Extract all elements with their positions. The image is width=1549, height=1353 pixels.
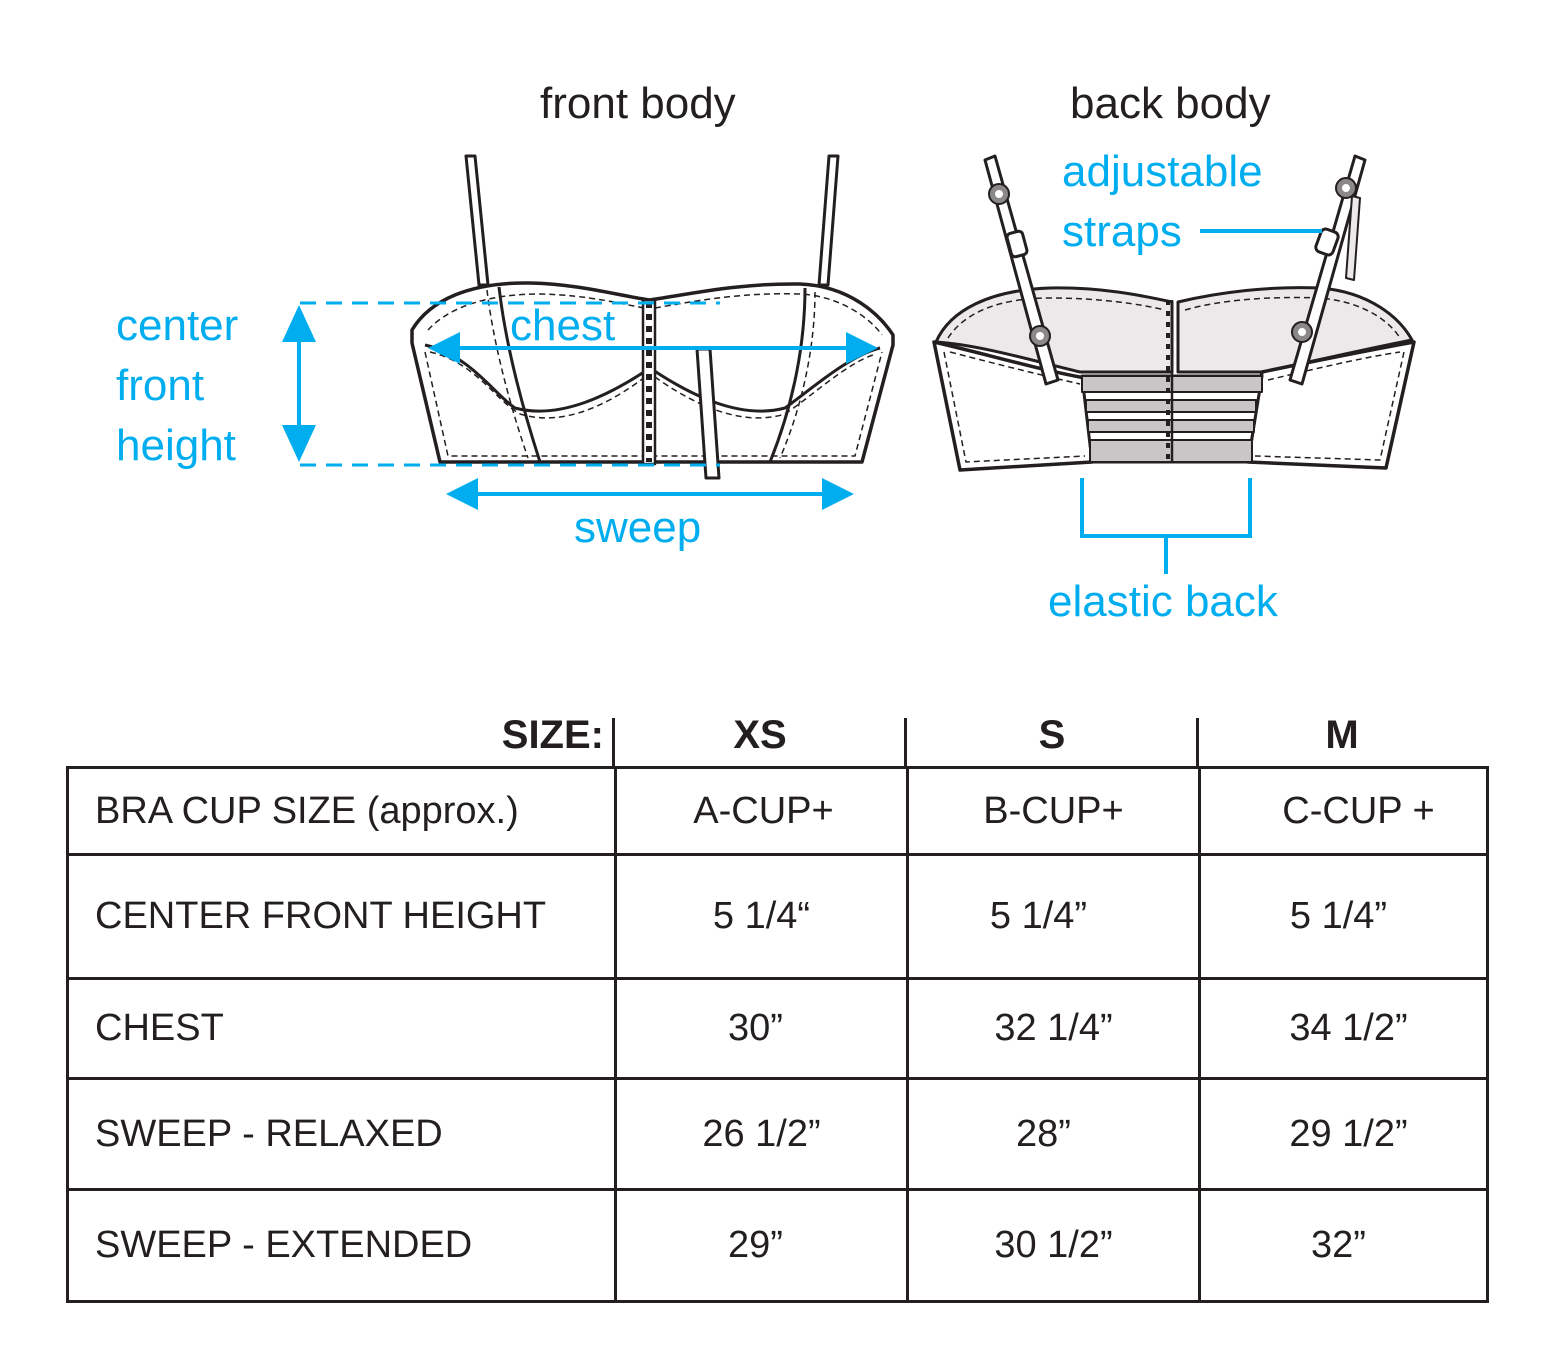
size-header-s: S	[1038, 713, 1066, 757]
back-cup-left	[934, 286, 1174, 374]
front-cup-seam-left	[424, 343, 651, 413]
front-straps	[464, 154, 840, 287]
size-header-xs: XS	[733, 713, 787, 757]
cell-xs: 29”	[614, 1188, 909, 1303]
cell-value: 5 1/4”	[1289, 895, 1388, 937]
size-header-divider	[904, 718, 907, 768]
row-label-center-front-height: CENTER FRONT HEIGHT	[66, 853, 617, 980]
cell-value: 5 1/4”	[989, 895, 1088, 937]
cell-value: 29 1/2”	[1289, 1112, 1408, 1155]
cell-value: 32 1/4”	[994, 1007, 1113, 1049]
cell-s: 28”	[906, 1077, 1201, 1191]
adjustable-straps-label-line-1: adjustable	[1062, 147, 1263, 196]
cell-value: B-CUP+	[983, 789, 1124, 832]
size-header-divider	[612, 718, 615, 768]
cell-value: 30”	[728, 1007, 783, 1049]
front-body-title: front body	[540, 79, 736, 128]
cell-value: 30 1/2”	[994, 1224, 1113, 1266]
elastic-back-label: elastic back	[1048, 577, 1278, 626]
cell-m: 29 1/2”	[1198, 1077, 1489, 1191]
center-front-height-line-3: height	[116, 421, 236, 470]
front-measurements	[282, 301, 878, 510]
cell-value: 32”	[1311, 1224, 1366, 1266]
front-body-illustration	[410, 154, 895, 480]
cell-s: 5 1/4”	[906, 853, 1201, 980]
cell-xs: 26 1/2”	[614, 1077, 909, 1191]
cell-xs: 30”	[614, 977, 909, 1080]
row-label-sweep-relaxed: SWEEP - RELAXED	[66, 1077, 617, 1191]
table-row: BRA CUP SIZE (approx.) A-CUP+ B-CUP+ C-C…	[66, 766, 1489, 856]
cell-m: 32”	[1198, 1188, 1489, 1303]
center-front-height-line-2: front	[116, 361, 205, 410]
back-strap-left	[983, 154, 1060, 386]
cell-value: 34 1/2”	[1289, 1007, 1408, 1049]
adjustable-straps-label-line-2: straps	[1062, 207, 1182, 256]
front-center-closure	[641, 298, 657, 466]
cell-value: 28”	[1016, 1112, 1071, 1155]
back-strap-right	[1288, 154, 1367, 386]
cell-m: C-CUP +	[1198, 766, 1489, 856]
table-row: CENTER FRONT HEIGHT 5 1/4“ 5 1/4” 5 1/4”	[66, 853, 1489, 980]
table-row: SWEEP - EXTENDED 29” 30 1/2” 32”	[66, 1188, 1489, 1303]
row-label-sweep-extended: SWEEP - EXTENDED	[66, 1188, 617, 1303]
elastic-back-bracket	[1080, 478, 1252, 574]
back-body-illustration	[932, 154, 1416, 472]
cell-s: 32 1/4”	[906, 977, 1201, 1080]
chest-label: chest	[510, 301, 616, 350]
cell-xs: A-CUP+	[614, 766, 909, 856]
cell-xs: 5 1/4“	[614, 853, 909, 980]
table-row: CHEST 30” 32 1/4” 34 1/2”	[66, 977, 1489, 1080]
size-header-m: M	[1325, 713, 1359, 757]
cell-value: 26 1/2”	[702, 1112, 821, 1155]
back-side-panel-right	[1246, 340, 1416, 470]
cell-value: 5 1/4“	[712, 895, 811, 937]
cell-s: 30 1/2”	[906, 1188, 1201, 1303]
size-header-label: SIZE:	[501, 713, 604, 757]
size-header-divider	[1196, 718, 1199, 768]
row-label-bra-cup-size: BRA CUP SIZE (approx.)	[66, 766, 617, 856]
elastic-back-panel	[1080, 300, 1264, 464]
cell-value: A-CUP+	[693, 789, 834, 832]
cell-s: B-CUP+	[906, 766, 1201, 856]
center-front-height-label: center front height	[116, 296, 238, 476]
back-body-title: back body	[1070, 79, 1271, 128]
row-label-chest: CHEST	[66, 977, 617, 1080]
cell-m: 34 1/2”	[1198, 977, 1489, 1080]
size-header-row: SIZE: XS S M	[66, 712, 1486, 768]
sweep-label: sweep	[574, 503, 702, 552]
cell-m: 5 1/4”	[1198, 853, 1489, 980]
cell-value: C-CUP +	[1282, 789, 1435, 832]
cell-value: 29”	[728, 1224, 783, 1266]
back-annotations	[1080, 229, 1322, 574]
center-front-height-line-1: center	[116, 301, 239, 350]
table-row: SWEEP - RELAXED 26 1/2” 28” 29 1/2”	[66, 1077, 1489, 1191]
size-chart-table: BRA CUP SIZE (approx.) A-CUP+ B-CUP+ C-C…	[66, 766, 1489, 1303]
bra-diagram	[282, 154, 1416, 574]
